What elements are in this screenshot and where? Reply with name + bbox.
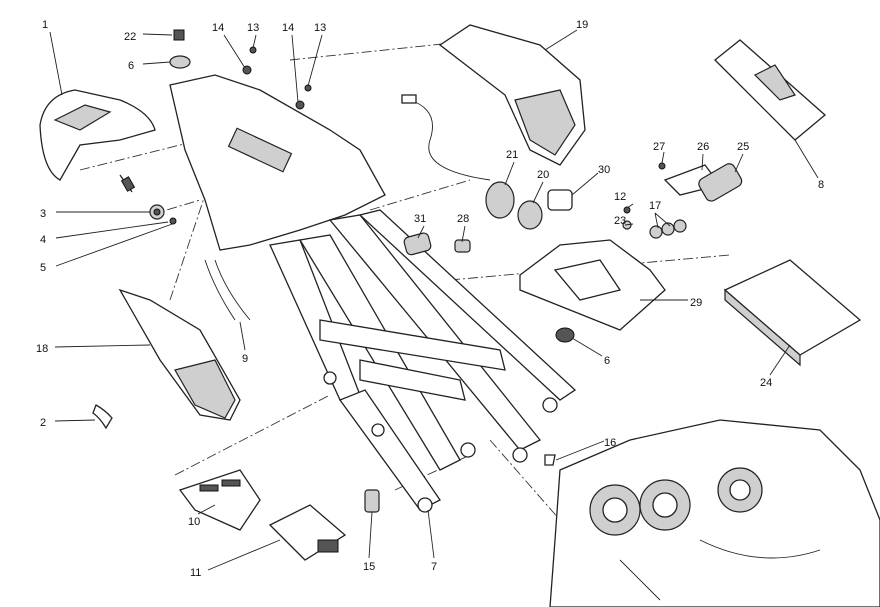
side-cover-part-19 bbox=[438, 24, 586, 166]
label-20: 20 bbox=[537, 169, 549, 181]
label-30: 30 bbox=[598, 164, 610, 176]
rear-subframe bbox=[169, 74, 577, 513]
label-13: 13 bbox=[314, 22, 326, 34]
label-14: 14 bbox=[212, 22, 224, 34]
label-21: 21 bbox=[506, 149, 518, 161]
label-8: 8 bbox=[818, 179, 824, 191]
hardware-parts bbox=[92, 29, 312, 430]
manual-part-24 bbox=[723, 259, 862, 367]
label-6: 6 bbox=[128, 60, 134, 72]
label-22: 22 bbox=[124, 31, 136, 43]
light-parts bbox=[401, 94, 743, 466]
cable-part-9 bbox=[204, 259, 251, 321]
label-16: 16 bbox=[604, 437, 616, 449]
label-17: 17 bbox=[649, 200, 661, 212]
label-2: 2 bbox=[40, 417, 46, 429]
label-19: 19 bbox=[576, 19, 588, 31]
label-29: 29 bbox=[690, 297, 702, 309]
side-cover-part-18 bbox=[118, 288, 241, 421]
label-9: 9 bbox=[242, 353, 248, 365]
label-26: 26 bbox=[697, 141, 709, 153]
label-3: 3 bbox=[40, 208, 46, 220]
label-24: 24 bbox=[760, 377, 772, 389]
plate-holder-part-29 bbox=[519, 239, 666, 331]
label-10: 10 bbox=[188, 516, 200, 528]
label-28: 28 bbox=[457, 213, 469, 225]
label-13: 13 bbox=[247, 22, 259, 34]
tail-cover-part-1 bbox=[39, 89, 156, 181]
lower-parts bbox=[178, 469, 380, 561]
leader-lines bbox=[49, 29, 819, 571]
label-4: 4 bbox=[40, 234, 46, 246]
label-1: 1 bbox=[42, 19, 48, 31]
label-31: 31 bbox=[414, 213, 426, 225]
label-14: 14 bbox=[282, 22, 294, 34]
label-6: 6 bbox=[604, 355, 610, 367]
part-number-labels: 1 22 6 14 13 14 13 19 8 3 4 5 21 30 20 2… bbox=[36, 19, 824, 579]
label-27: 27 bbox=[653, 141, 665, 153]
label-12: 12 bbox=[614, 191, 626, 203]
label-25: 25 bbox=[737, 141, 749, 153]
label-5: 5 bbox=[40, 262, 46, 274]
label-7: 7 bbox=[431, 561, 437, 573]
label-23: 23 bbox=[614, 215, 626, 227]
label-15: 15 bbox=[363, 561, 375, 573]
engine-outline bbox=[549, 419, 880, 607]
decal-part-8 bbox=[714, 39, 826, 141]
label-11: 11 bbox=[190, 567, 201, 579]
label-18: 18 bbox=[36, 343, 48, 355]
